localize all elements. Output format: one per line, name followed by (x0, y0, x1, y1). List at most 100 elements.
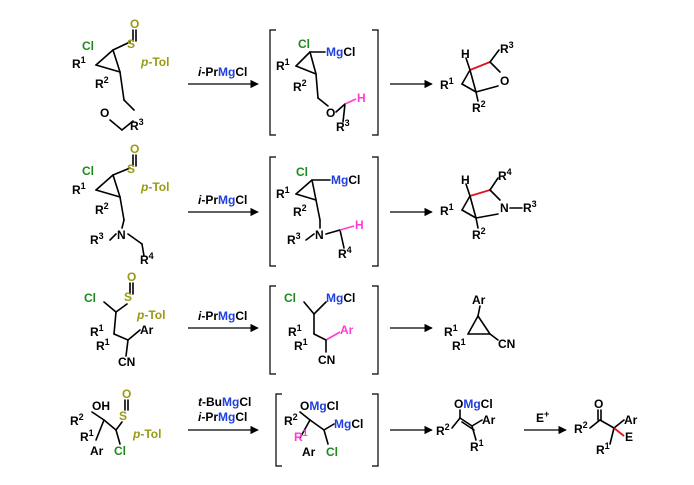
mgcl-label: MgCl (326, 45, 355, 59)
ketone-product: O R2 Ar E R1 (574, 397, 638, 457)
left-bracket (269, 285, 276, 375)
bridgehead-hydrogen: H (461, 173, 470, 187)
chlorine-label: Cl (284, 291, 296, 305)
nitrogen-label: N (117, 228, 126, 242)
hydroxyl-label: OH (92, 399, 110, 413)
r1-label: R1 (288, 323, 302, 339)
chlorine-label: Cl (82, 164, 94, 178)
r1-label: R1 (294, 428, 308, 444)
r1-label: R1 (72, 55, 86, 71)
r1-label: R1 (96, 337, 110, 353)
r3-label: R3 (500, 40, 514, 56)
migrating-hydrogen: H (357, 91, 366, 105)
intermediate-1: Cl MgCl R1 R2 O H R3 (269, 29, 379, 136)
reactant-2: Cl S O p-Tol R1 R2 N R3 R4 (72, 142, 169, 267)
r1-label: R1 (596, 441, 610, 457)
mgcl-label: MgCl (334, 417, 363, 431)
reactant-4: OH S O p-Tol R2 R1 Ar Cl (70, 387, 161, 458)
right-bracket (372, 156, 379, 267)
r1-label: R1 (72, 181, 86, 197)
aryl-label: Ar (140, 323, 154, 337)
reagent-label-line1: t-BuMgCl (198, 395, 251, 409)
left-bracket (269, 29, 276, 136)
intermediate-3: Cl MgCl Ar R1 R1 CN (269, 285, 379, 375)
r3-label: R3 (130, 117, 144, 133)
nitrile-label: CN (498, 337, 515, 351)
aryl-label: Ar (482, 413, 496, 427)
sulfur-label: S (124, 290, 132, 304)
product-3: Ar R1 R1 CN (444, 293, 515, 353)
left-bracket (269, 156, 276, 267)
r3-label: R3 (336, 118, 350, 134)
row-1-cyclopropyl-ether: Cl S O p-Tol R1 R2 O R3 i-PrMgCl Cl Mg (72, 17, 514, 136)
r1-label: R1 (294, 337, 308, 353)
ptol-label: p-Tol (140, 55, 169, 69)
reagent-label-line2: i-PrMgCl (198, 410, 247, 424)
mgcl-label: MgCl (331, 173, 360, 187)
intermediate-4: OMgCl MgCl R2 R1 Ar Cl (275, 393, 379, 467)
electrophile-label: E+ (536, 409, 549, 425)
r1-label: R1 (440, 76, 454, 92)
aryl-label: Ar (90, 444, 104, 458)
chlorine-label: Cl (296, 165, 308, 179)
omgcl-label: OMgCl (300, 399, 339, 413)
r1-label: R1 (452, 337, 466, 353)
r2-label: R2 (436, 422, 450, 438)
right-bracket (372, 285, 379, 375)
ptol-label: p-Tol (140, 180, 169, 194)
intermediate-2: Cl MgCl R1 R2 N R3 H R4 (269, 156, 379, 267)
r3-label: R3 (523, 199, 537, 215)
r2-label: R2 (284, 412, 298, 428)
r1-label: R1 (276, 185, 290, 201)
chlorine-label: Cl (114, 444, 126, 458)
nitrile-label: CN (318, 353, 335, 367)
reagent-label: i-PrMgCl (198, 193, 247, 207)
r4-label: R4 (498, 167, 512, 183)
r2-label: R2 (574, 420, 588, 436)
migrating-hydrogen: H (355, 218, 364, 232)
r1-label: R1 (444, 323, 458, 339)
chlorine-label: Cl (298, 37, 310, 51)
r2-label: R2 (472, 226, 486, 242)
ether-oxygen-label: O (326, 106, 335, 120)
reagent-label: i-PrMgCl (198, 309, 247, 323)
r3-label: R3 (90, 231, 104, 247)
electrophile-group-label: E (625, 430, 633, 444)
r2-label: R2 (472, 99, 486, 115)
row-3-nitrile: Cl S O p-Tol Ar R1 R1 CN i-PrMgCl Cl MgC… (84, 270, 515, 375)
r1-label: R1 (440, 202, 454, 218)
right-bracket (372, 29, 379, 136)
nitrogen-label: N (315, 228, 324, 242)
left-bracket (275, 393, 282, 467)
mgcl-label: MgCl (326, 291, 355, 305)
r2-label: R2 (293, 203, 307, 219)
ptol-label: p-Tol (132, 427, 161, 441)
row-4-enolate: OH S O p-Tol R2 R1 Ar Cl t-BuMgCl i-PrMg… (70, 387, 638, 467)
r1-label: R1 (276, 57, 290, 73)
r4-label: R4 (140, 251, 154, 267)
reactant-3: Cl S O p-Tol Ar R1 R1 CN (84, 270, 165, 369)
bridgehead-hydrogen: H (461, 47, 470, 61)
r1-label: R1 (470, 438, 484, 454)
ether-oxygen-label: O (100, 106, 109, 120)
r2-label: R2 (95, 201, 109, 217)
sulfur-label: S (119, 409, 127, 423)
sulfur-label: S (127, 37, 135, 51)
r2-label: R2 (293, 78, 307, 94)
ring-nitrogen-label: N (500, 201, 509, 215)
oxygen-label: O (130, 142, 139, 156)
reagent-label: i-PrMgCl (198, 65, 247, 79)
r1-label: R1 (80, 428, 94, 444)
chlorine-label: Cl (82, 39, 94, 53)
sulfur-label: S (127, 162, 135, 176)
aryl-label: Ar (302, 445, 316, 459)
chlorine-label: Cl (326, 445, 338, 459)
aryl-label: Ar (472, 293, 486, 307)
chlorine-label: Cl (84, 291, 96, 305)
product-2: H N R4 R3 R1 R2 (440, 167, 537, 242)
r2-label: R2 (95, 75, 109, 91)
reactant-1: Cl S O p-Tol R1 R2 O R3 (72, 17, 169, 133)
r3-label: R3 (287, 231, 301, 247)
product-1: H O R3 R1 R2 (440, 40, 514, 115)
